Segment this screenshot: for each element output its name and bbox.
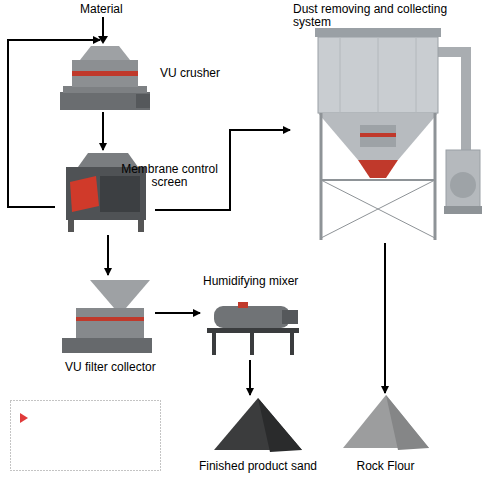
flow-arrow — [102, 112, 104, 150]
node-label: Rock Flour — [328, 460, 443, 473]
sand-pile-node: Finished product sand — [213, 395, 303, 453]
filter-collector-node: VU filter collector — [57, 275, 155, 355]
crusher-node: VU crusher — [57, 40, 152, 112]
dotted-frame — [11, 401, 161, 471]
flow-arrow — [107, 235, 109, 275]
input-label: Material — [80, 3, 123, 16]
filter-collector-illustration — [62, 280, 152, 353]
sand-pile-shade — [258, 398, 302, 452]
inlet-arrowhead — [98, 36, 108, 44]
node-label: Membrane control screen — [117, 163, 222, 189]
node-label: Humidifying mixer — [203, 275, 333, 288]
node-label: VU crusher — [160, 67, 240, 80]
screen-node: Membrane control screen — [55, 150, 155, 235]
dust-collector-illustration — [315, 28, 482, 240]
flour-pile-shade — [386, 395, 429, 450]
mixer-node: Humidifying mixer — [200, 295, 305, 360]
flow-arrow — [8, 40, 100, 207]
flow-arrow — [384, 243, 386, 393]
dust-system-node: Dust removing and collecting system — [290, 28, 482, 243]
flow-arrow — [155, 312, 200, 314]
node-label: Dust removing and collecting system — [293, 3, 468, 29]
node-label: VU filter collector — [65, 361, 195, 374]
red-pointer — [20, 413, 28, 423]
flow-arrow — [249, 360, 251, 395]
crusher-illustration — [60, 46, 150, 110]
mixer-illustration — [207, 302, 299, 355]
node-label: Finished product sand — [188, 460, 328, 473]
rock-flour-node: Rock Flour — [343, 393, 428, 453]
